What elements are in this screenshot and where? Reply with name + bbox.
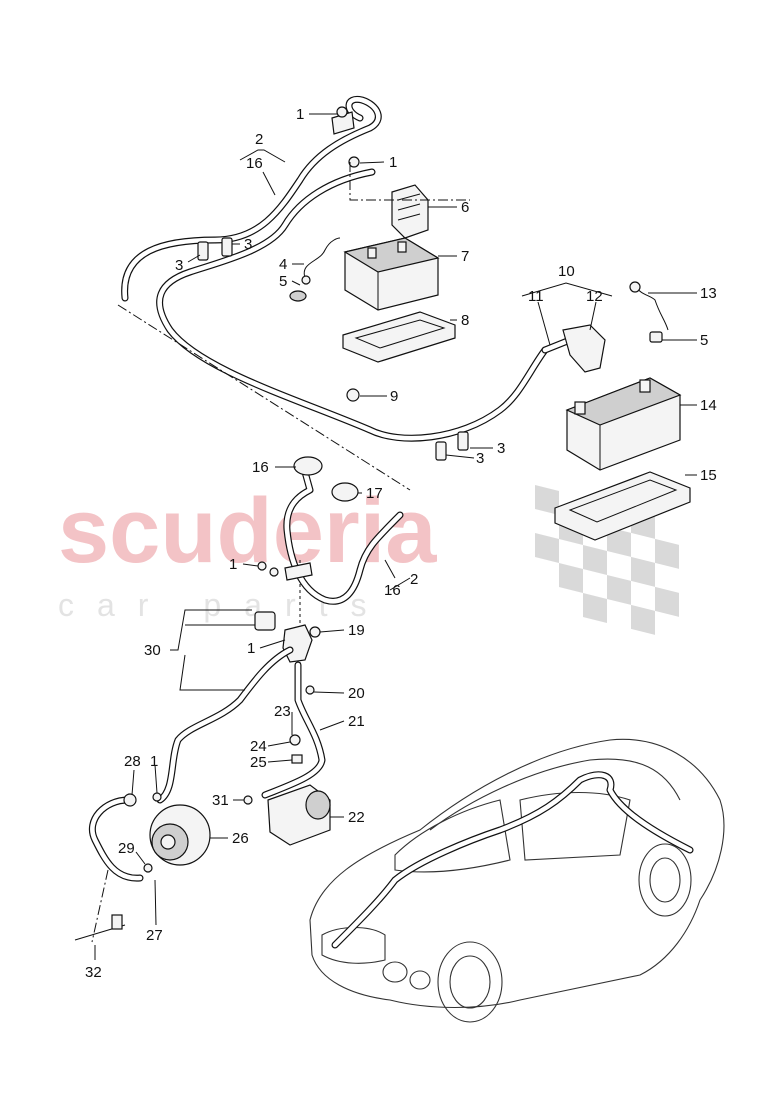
callout-3: 3 bbox=[175, 257, 183, 274]
battery-tray-icon bbox=[342, 311, 456, 363]
callout-2: 2 bbox=[255, 131, 263, 148]
callout-12: 12 bbox=[586, 288, 603, 305]
callout-30: 30 bbox=[144, 642, 161, 659]
callout-10: 10 bbox=[558, 263, 575, 280]
cable-bracket-icon bbox=[331, 106, 360, 168]
callout-22: 22 bbox=[348, 809, 365, 826]
callout-3: 3 bbox=[244, 236, 252, 253]
callout-28: 28 bbox=[124, 753, 141, 770]
bracket-icon bbox=[257, 561, 313, 581]
callout-27: 27 bbox=[146, 927, 163, 944]
callout-15: 15 bbox=[700, 467, 717, 484]
callout-32: 32 bbox=[85, 964, 102, 981]
callout-16: 16 bbox=[384, 582, 401, 599]
callout-20: 20 bbox=[348, 685, 365, 702]
callout-13: 13 bbox=[700, 285, 717, 302]
bolt-icon bbox=[74, 914, 126, 941]
alternator-icon bbox=[149, 804, 211, 866]
callout-7: 7 bbox=[461, 248, 469, 265]
main-battery-tray-icon bbox=[554, 471, 691, 541]
callout-26: 26 bbox=[232, 830, 249, 847]
battery-cable-middle bbox=[283, 456, 404, 605]
starter-cables bbox=[88, 646, 326, 882]
callout-3: 3 bbox=[476, 450, 484, 467]
callout-1: 1 bbox=[296, 106, 304, 123]
callout-29: 29 bbox=[118, 840, 135, 857]
callout-2: 2 bbox=[410, 571, 418, 588]
callout-5: 5 bbox=[279, 273, 287, 290]
clip-icon bbox=[346, 388, 360, 402]
callout-16: 16 bbox=[246, 155, 263, 172]
callout-1: 1 bbox=[150, 753, 158, 770]
battery-icon bbox=[343, 237, 440, 311]
callout-14: 14 bbox=[700, 397, 717, 414]
reference-line bbox=[349, 162, 470, 201]
callout-labels: 1 2 16 1 6 3 3 7 4 5 8 10 11 12 13 5 9 1… bbox=[85, 106, 717, 981]
callout-1: 1 bbox=[229, 556, 237, 573]
callout-24: 24 bbox=[250, 738, 267, 755]
callout-8: 8 bbox=[461, 312, 469, 329]
callout-16: 16 bbox=[252, 459, 269, 476]
callout-4: 4 bbox=[279, 256, 287, 273]
starter-motor-icon bbox=[267, 784, 331, 846]
callout-25: 25 bbox=[250, 754, 267, 771]
battery-terminal-icon bbox=[562, 281, 669, 373]
reference-line bbox=[117, 304, 411, 491]
main-battery-icon bbox=[565, 377, 682, 471]
battery-fuse-box-icon bbox=[391, 184, 429, 239]
nut-icon bbox=[123, 685, 315, 873]
ground-strap-icon bbox=[289, 237, 341, 302]
cable-clamp-icon bbox=[197, 237, 469, 461]
callout-3: 3 bbox=[497, 440, 505, 457]
callout-31: 31 bbox=[212, 792, 229, 809]
callout-1: 1 bbox=[247, 640, 255, 657]
callout-5: 5 bbox=[700, 332, 708, 349]
battery-cable-top bbox=[121, 95, 574, 442]
callout-21: 21 bbox=[348, 713, 365, 730]
callout-6: 6 bbox=[461, 199, 469, 216]
callout-11: 11 bbox=[528, 288, 544, 305]
callout-23: 23 bbox=[274, 703, 291, 720]
callout-1: 1 bbox=[389, 154, 397, 171]
car-outline bbox=[309, 738, 725, 1023]
watermark-tagline: car parts bbox=[58, 587, 389, 623]
callout-9: 9 bbox=[390, 388, 398, 405]
reference-line bbox=[91, 869, 109, 943]
callout-17: 17 bbox=[366, 485, 383, 502]
callout-19: 19 bbox=[348, 622, 365, 639]
leader-lines bbox=[94, 113, 697, 960]
